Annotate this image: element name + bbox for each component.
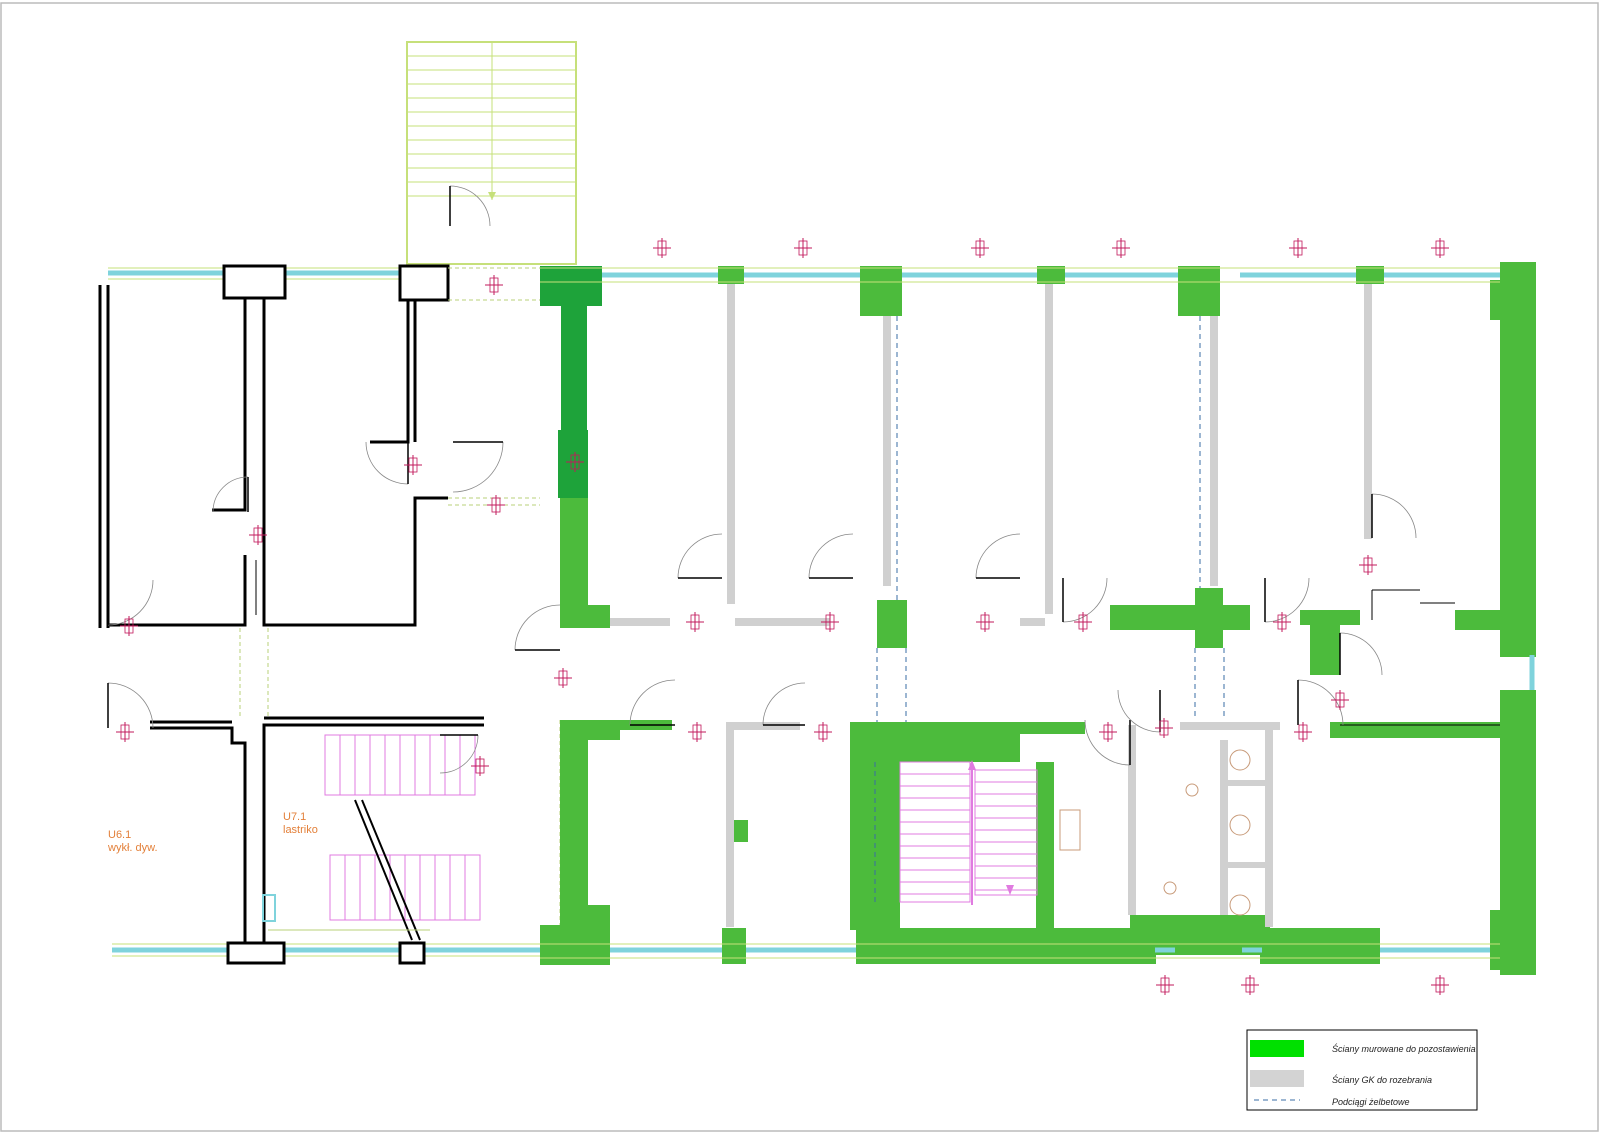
sanitary-fixtures bbox=[1059, 749, 1251, 916]
door-swing-arc bbox=[1339, 632, 1383, 676]
dimension-marker bbox=[1103, 724, 1113, 740]
door-swing-arc bbox=[439, 734, 479, 774]
room-finish-u71: lastriko bbox=[283, 824, 318, 836]
dimension-marker bbox=[798, 240, 808, 256]
door-swing-arc bbox=[1084, 719, 1131, 766]
door-swing-arc bbox=[1371, 493, 1417, 539]
dimension-marker bbox=[1335, 692, 1345, 708]
dimension-marker bbox=[1277, 614, 1287, 630]
drywall-partitions bbox=[610, 284, 1372, 927]
room-label-u61: U6.1 wykł. dyw. bbox=[107, 829, 158, 854]
dimension-marker bbox=[980, 614, 990, 630]
door-swing-arc bbox=[762, 682, 806, 726]
external-stairs bbox=[406, 41, 577, 265]
openings-left bbox=[239, 267, 561, 940]
dimension-marker bbox=[657, 240, 667, 256]
dimension-marker bbox=[1078, 614, 1088, 630]
legend-label-beam: Podciągi żelbetowe bbox=[1332, 1097, 1410, 1107]
dimension-marker bbox=[690, 614, 700, 630]
dimension-marker bbox=[1435, 240, 1445, 256]
dimension-marker bbox=[1245, 977, 1255, 993]
dimension-marker bbox=[1435, 977, 1445, 993]
legend-swatch-drywall bbox=[1250, 1070, 1304, 1087]
door-swing-arc bbox=[449, 185, 491, 227]
legend-swatch-masonry bbox=[1250, 1040, 1304, 1057]
dimension-marker bbox=[475, 758, 485, 774]
door-swing-arc bbox=[365, 441, 409, 485]
room-label-u71: U7.1 lastriko bbox=[283, 811, 318, 836]
door-swing-arc bbox=[1264, 577, 1310, 623]
dimension-marker bbox=[408, 457, 418, 473]
door-swing-arc bbox=[629, 679, 676, 726]
dimension-marker bbox=[253, 527, 263, 543]
door-swing-arc bbox=[1297, 679, 1344, 726]
door-swing-arc bbox=[107, 579, 154, 626]
dimension-marker bbox=[1159, 720, 1169, 736]
legend: Ściany murowane do pozostawienia Ściany … bbox=[1246, 1029, 1478, 1111]
dimension-marker bbox=[489, 277, 499, 293]
dimension-marker bbox=[124, 618, 134, 634]
legend-label-masonry: Ściany murowane do pozostawienia bbox=[1332, 1043, 1476, 1054]
door-swing-arc bbox=[1062, 577, 1108, 623]
dimension-marker bbox=[825, 614, 835, 630]
dimension-marker bbox=[1160, 977, 1170, 993]
dimension-marker bbox=[1116, 240, 1126, 256]
left-wing bbox=[98, 264, 540, 965]
dimension-marker bbox=[558, 670, 568, 686]
door-swing-arc bbox=[452, 441, 504, 493]
door-swing-arc bbox=[107, 682, 154, 729]
dimension-marker bbox=[120, 724, 130, 740]
concrete-beams bbox=[874, 316, 1225, 905]
door-swing-arc bbox=[1117, 689, 1161, 733]
dimension-marker bbox=[1363, 557, 1373, 573]
dimension-marker bbox=[1293, 240, 1303, 256]
door-swings bbox=[107, 185, 1417, 774]
room-finish-u61: wykł. dyw. bbox=[107, 842, 158, 854]
dimension-marker bbox=[491, 497, 501, 513]
room-outlines bbox=[1340, 589, 1500, 726]
windows-right bbox=[602, 272, 1535, 953]
room-code-u61: U6.1 bbox=[108, 829, 131, 841]
door-swing-arc bbox=[212, 476, 249, 513]
dimension-markers bbox=[116, 238, 1449, 995]
dimension-marker bbox=[1298, 724, 1308, 740]
room-code-u71: U7.1 bbox=[283, 811, 306, 823]
facade-lines bbox=[540, 267, 1500, 959]
dimension-marker bbox=[570, 454, 580, 470]
central-stairs bbox=[899, 760, 1038, 905]
door-swing-arc bbox=[808, 533, 854, 579]
door-swing-arc bbox=[975, 533, 1021, 579]
door-swing-arc bbox=[514, 604, 561, 651]
dimension-marker bbox=[692, 724, 702, 740]
dimension-marker bbox=[818, 724, 828, 740]
internal-stairs-u71 bbox=[262, 734, 481, 941]
door-swing-arc bbox=[677, 533, 723, 579]
legend-label-drywall: Ściany GK do rozebrania bbox=[1332, 1074, 1432, 1085]
dimension-marker bbox=[975, 240, 985, 256]
